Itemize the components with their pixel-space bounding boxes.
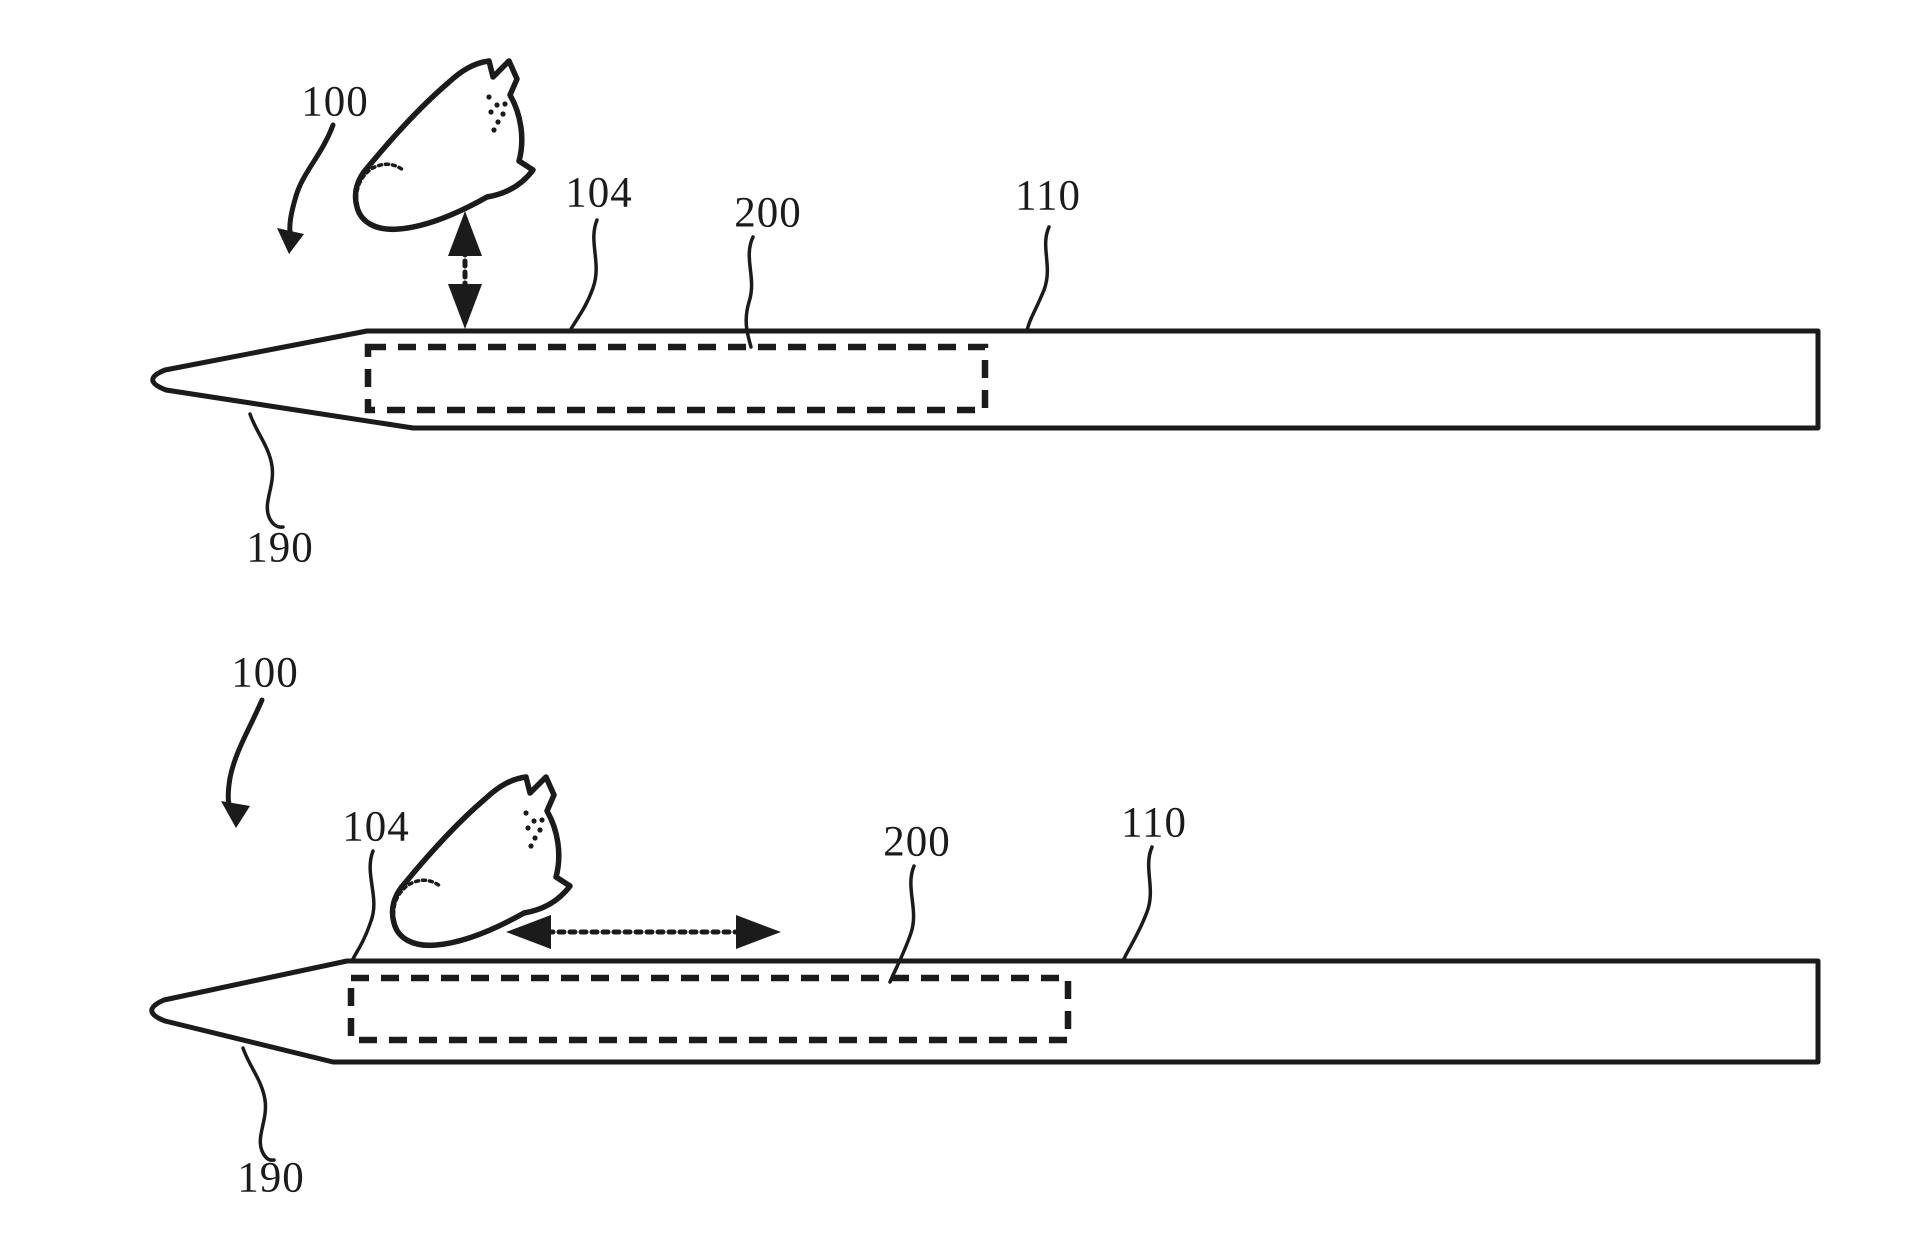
finger-stipple-dots <box>486 94 508 133</box>
fingernail-arc <box>354 162 405 207</box>
leader-110-top <box>1025 225 1051 333</box>
ref-label-housing-bottom: 110 <box>1121 799 1187 847</box>
ref-label-touch-surface-bottom: 104 <box>342 803 410 851</box>
fingernail-arc <box>391 878 442 923</box>
leader-110-bottom <box>1121 845 1154 963</box>
ref-label-tip-bottom: 190 <box>237 1154 305 1202</box>
panel-slide-gesture <box>149 697 1821 1162</box>
stylus-body-top <box>150 328 1821 431</box>
reference-arrow-100-top <box>277 122 336 254</box>
ref-label-sensor-region-bottom: 200 <box>883 818 951 866</box>
stylus-body-bottom <box>149 958 1821 1065</box>
leader-200-top <box>744 235 755 349</box>
panel-tap-gesture <box>150 58 1821 529</box>
ref-label-housing-top: 110 <box>1015 172 1081 220</box>
finger-outline <box>352 58 536 233</box>
finger-illustration-bottom <box>389 774 573 949</box>
ref-label-sensor-region-top: 200 <box>734 189 802 237</box>
leader-104-bottom <box>351 849 376 961</box>
ref-label-device-top: 100 <box>301 78 369 126</box>
finger-outline <box>389 774 573 949</box>
reference-arrow-100-bottom <box>221 697 265 828</box>
leader-200-bottom <box>888 864 916 984</box>
ref-label-device-bottom: 100 <box>231 649 299 697</box>
slide-gesture-arrow <box>506 915 781 949</box>
leader-190-bottom <box>241 1046 276 1162</box>
touch-sensor-region-bottom <box>347 974 1072 1044</box>
tap-gesture-arrow <box>448 211 482 329</box>
finger-stipple-dots <box>523 810 545 849</box>
ref-label-touch-surface-top: 104 <box>565 169 633 217</box>
ref-label-tip-top: 190 <box>246 524 314 572</box>
finger-illustration-top <box>352 58 536 233</box>
leader-190-top <box>248 412 285 529</box>
leader-104-top <box>569 218 599 331</box>
